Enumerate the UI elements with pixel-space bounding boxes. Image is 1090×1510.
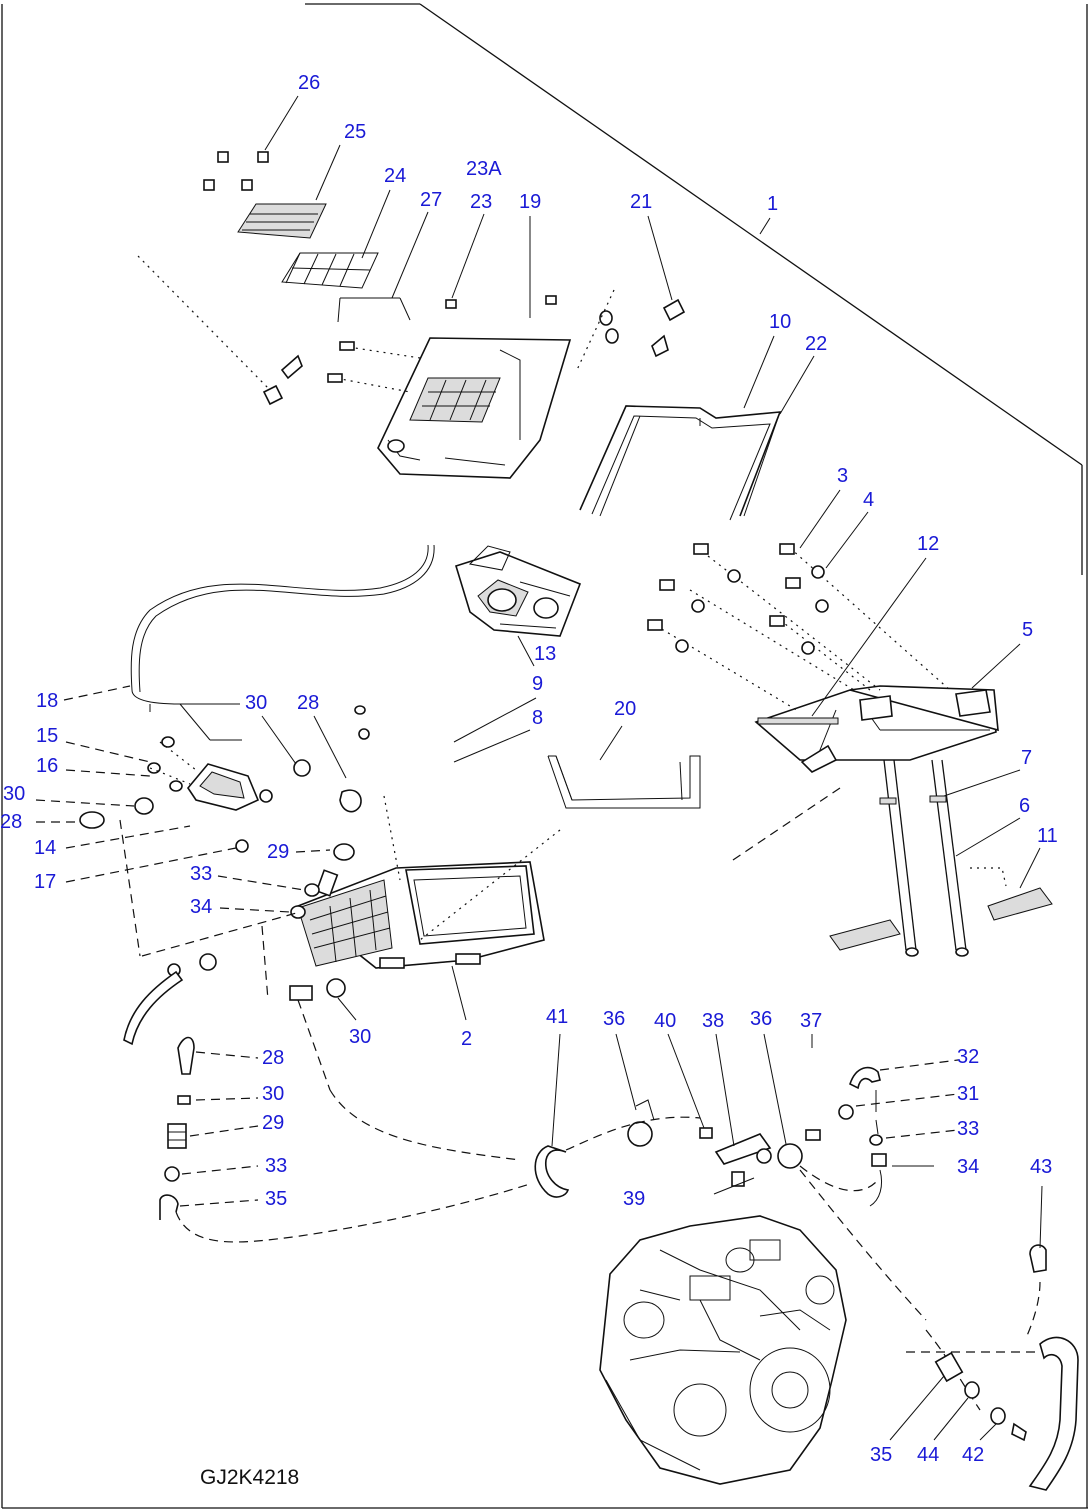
engine-block	[599, 1215, 847, 1485]
callout-32: 32	[957, 1046, 979, 1068]
drawing-code: GJ2K4218	[200, 1466, 299, 1489]
cable-18	[130, 544, 435, 741]
callout-2: 2	[461, 1028, 472, 1050]
filter-cover-group	[203, 151, 411, 323]
enclosure-outline	[419, 3, 1083, 575]
callout-30-mid: 30	[349, 1026, 371, 1048]
left-fittings	[79, 705, 521, 1161]
callout-11: 11	[1037, 825, 1058, 847]
callout-15: 15	[36, 725, 58, 747]
callout-35-left: 35	[265, 1188, 287, 1210]
leader-lines	[35, 95, 1043, 1441]
callout-34-right: 34	[957, 1156, 979, 1178]
callout-42: 42	[962, 1444, 984, 1466]
callout-16: 16	[36, 755, 58, 777]
callout-18: 18	[36, 690, 58, 712]
callout-28-top: 28	[297, 692, 319, 714]
callout-28-left: 28	[0, 811, 22, 833]
callout-17: 17	[34, 871, 56, 893]
callout-26: 26	[298, 72, 320, 94]
callout-1: 1	[767, 193, 778, 215]
callout-21: 21	[630, 191, 652, 213]
callout-20: 20	[614, 698, 636, 720]
callout-36-right: 36	[750, 1008, 772, 1030]
callout-13: 13	[534, 643, 556, 665]
callout-29-mid: 29	[267, 841, 289, 863]
callout-24: 24	[384, 165, 406, 187]
callout-8: 8	[532, 707, 543, 729]
callout-33-bottom: 33	[265, 1155, 287, 1177]
callout-27: 27	[420, 189, 442, 211]
callout-40: 40	[654, 1010, 676, 1032]
callout-22: 22	[805, 333, 827, 355]
callout-43: 43	[1030, 1156, 1052, 1178]
control-box-group	[647, 543, 999, 773]
callout-12: 12	[917, 533, 939, 555]
callout-30-bottom: 30	[262, 1083, 284, 1105]
callout-23: 23	[470, 191, 492, 213]
callout-29-bottom: 29	[262, 1112, 284, 1134]
callout-31: 31	[957, 1083, 979, 1105]
callout-14: 14	[34, 837, 56, 859]
right-pipe-group	[906, 1244, 1079, 1491]
right-hose-group	[838, 1066, 887, 1207]
callout-44: 44	[917, 1444, 939, 1466]
callout-41: 41	[546, 1006, 568, 1028]
callout-7: 7	[1021, 747, 1032, 769]
callout-39: 39	[623, 1188, 645, 1210]
callout-4: 4	[863, 489, 874, 511]
callout-35-right: 35	[870, 1444, 892, 1466]
page-frame	[1, 3, 1088, 1509]
lower-left-stack	[159, 1036, 531, 1243]
callout-10: 10	[769, 311, 791, 333]
callout-34-mid: 34	[190, 896, 212, 918]
callout-33-right: 33	[957, 1118, 979, 1140]
callout-3: 3	[837, 465, 848, 487]
callout-23a: 23A	[466, 158, 502, 180]
callout-30-top: 30	[245, 692, 267, 714]
callout-38: 38	[702, 1010, 724, 1032]
filter-case	[137, 255, 686, 479]
callout-25: 25	[344, 121, 366, 143]
callout-5: 5	[1022, 619, 1033, 641]
callout-19: 19	[519, 191, 541, 213]
callout-37: 37	[800, 1010, 822, 1032]
heater-unit	[296, 755, 701, 969]
callout-28-bottom: 28	[262, 1047, 284, 1069]
bracket-10	[579, 405, 782, 521]
callout-36-left: 36	[603, 1008, 625, 1030]
rods-and-ducts	[729, 759, 1053, 957]
callout-33-mid: 33	[190, 863, 212, 885]
callout-9: 9	[532, 673, 543, 695]
callout-6: 6	[1019, 795, 1030, 817]
blower-unit	[455, 545, 582, 637]
callout-labels: 1 2 3 4 5 6 7 8 9 10 11 12 13 14 15 16 1…	[0, 72, 1058, 1466]
callout-30-left: 30	[3, 783, 25, 805]
